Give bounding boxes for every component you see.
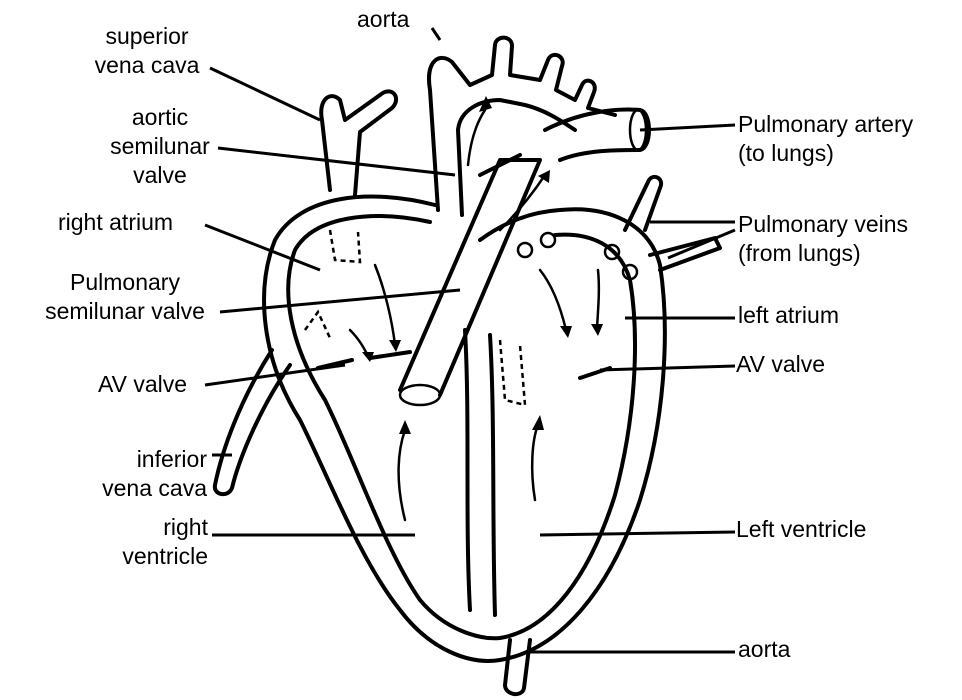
label-av-valve-left: AV valve bbox=[98, 370, 187, 399]
label-right-ventricle-line2: ventricle bbox=[80, 542, 208, 571]
label-pulmonary-semilunar-valve-line2: semilunar valve bbox=[35, 297, 215, 326]
label-inferior-vena-cava: inferior vena cava bbox=[70, 445, 207, 503]
descending-aorta bbox=[505, 640, 530, 694]
label-pulmonary-semilunar-valve-line1: Pulmonary bbox=[35, 268, 215, 297]
label-pulmonary-artery: Pulmonary artery (to lungs) bbox=[738, 110, 913, 168]
pulmonary-artery-vessel bbox=[545, 110, 649, 160]
label-right-ventricle-line1: right bbox=[80, 513, 208, 542]
label-inferior-vena-cava-line1: inferior bbox=[70, 445, 207, 474]
label-pulmonary-artery-line2: (to lungs) bbox=[738, 139, 913, 168]
label-aortic-semilunar-valve-line1: aortic bbox=[104, 103, 216, 132]
label-aortic-semilunar-valve-line3: valve bbox=[104, 161, 216, 190]
label-av-valve-right: AV valve bbox=[736, 350, 825, 379]
label-left-ventricle: Left ventricle bbox=[736, 515, 866, 544]
heart-outline bbox=[264, 197, 665, 661]
label-pulmonary-veins: Pulmonary veins (from lungs) bbox=[738, 210, 908, 268]
inferior-vena-cava-vessel bbox=[215, 350, 290, 494]
label-aortic-semilunar-valve-line2: semilunar bbox=[104, 132, 216, 161]
label-left-atrium: left atrium bbox=[738, 301, 839, 330]
valves-and-flow bbox=[305, 96, 637, 520]
label-aorta-bottom: aorta bbox=[738, 635, 790, 664]
label-right-ventricle: right ventricle bbox=[80, 513, 208, 571]
label-pulmonary-veins-line2: (from lungs) bbox=[738, 239, 908, 268]
label-pulmonary-veins-line1: Pulmonary veins bbox=[738, 210, 908, 239]
label-aorta-top: aorta bbox=[357, 5, 409, 34]
label-pulmonary-semilunar-valve: Pulmonary semilunar valve bbox=[35, 268, 215, 326]
label-superior-vena-cava: superior vena cava bbox=[82, 22, 212, 80]
label-superior-vena-cava-line1: superior bbox=[82, 22, 212, 51]
label-superior-vena-cava-line2: vena cava bbox=[82, 51, 212, 80]
label-aortic-semilunar-valve: aortic semilunar valve bbox=[104, 103, 216, 190]
label-pulmonary-artery-line1: Pulmonary artery bbox=[738, 110, 913, 139]
label-right-atrium: right atrium bbox=[58, 208, 173, 237]
superior-vena-cava-vessel bbox=[321, 91, 396, 195]
pulmonary-trunk bbox=[400, 155, 540, 405]
aorta-arch bbox=[429, 38, 615, 215]
label-inferior-vena-cava-line2: vena cava bbox=[70, 474, 207, 503]
